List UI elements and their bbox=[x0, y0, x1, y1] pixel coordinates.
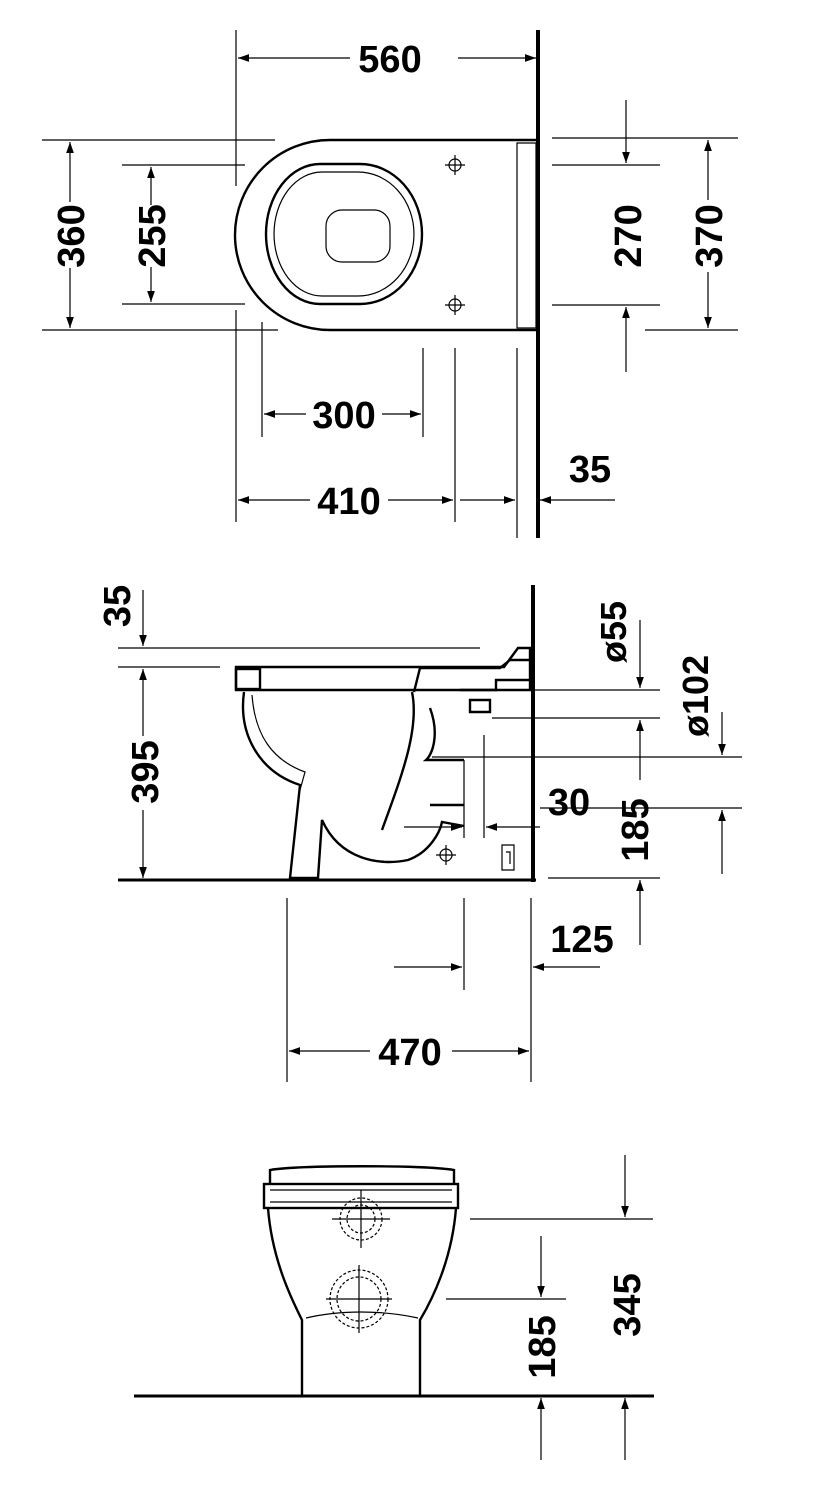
dim-side-185: 185 bbox=[615, 798, 657, 861]
dim-125: 125 bbox=[550, 919, 613, 961]
top-bowl-opening bbox=[325, 209, 391, 263]
dim-395: 395 bbox=[125, 740, 167, 803]
top-seat-outer bbox=[264, 162, 424, 306]
side-trap bbox=[380, 691, 464, 831]
top-toilet-outline bbox=[233, 138, 538, 332]
top-mounting-hole-lower bbox=[445, 295, 465, 315]
side-view: 35 395 ø55 ø102 30 185 125 bbox=[97, 585, 742, 1082]
dim-470: 470 bbox=[378, 1032, 441, 1074]
side-seat-hinge bbox=[234, 667, 262, 691]
side-bowl-inner bbox=[251, 694, 306, 791]
dim-270: 270 bbox=[608, 204, 650, 267]
front-lid bbox=[268, 1165, 456, 1184]
side-fixing-bolt bbox=[436, 845, 456, 865]
top-mounting-hole-upper bbox=[445, 155, 465, 175]
dim-front-185: 185 bbox=[522, 1315, 564, 1378]
dim-30: 30 bbox=[548, 782, 590, 824]
dim-side-35: 35 bbox=[97, 585, 139, 627]
dim-370: 370 bbox=[689, 204, 731, 267]
dim-560: 560 bbox=[358, 39, 421, 81]
front-inlet-upper bbox=[332, 1190, 390, 1248]
dim-top-35: 35 bbox=[569, 449, 611, 491]
dim-360: 360 bbox=[51, 204, 93, 267]
dim-345: 345 bbox=[607, 1273, 649, 1336]
dim-300: 300 bbox=[312, 395, 375, 437]
front-body bbox=[266, 1207, 458, 1396]
front-view: 345 185 bbox=[134, 1155, 654, 1460]
front-outlet-lower bbox=[326, 1265, 392, 1333]
side-bracket-icon bbox=[501, 844, 515, 871]
dim-410: 410 bbox=[317, 481, 380, 523]
top-seat-inner bbox=[273, 171, 415, 297]
side-body-outline bbox=[241, 691, 465, 880]
dim-d102: ø102 bbox=[675, 655, 716, 737]
side-outlet bbox=[412, 658, 530, 714]
dim-255: 255 bbox=[132, 204, 174, 267]
front-rim-line bbox=[305, 1311, 419, 1319]
top-view: 560 360 255 270 370 300 bbox=[42, 30, 738, 538]
dim-d55: ø55 bbox=[593, 601, 634, 663]
top-tank-edge bbox=[516, 142, 537, 329]
